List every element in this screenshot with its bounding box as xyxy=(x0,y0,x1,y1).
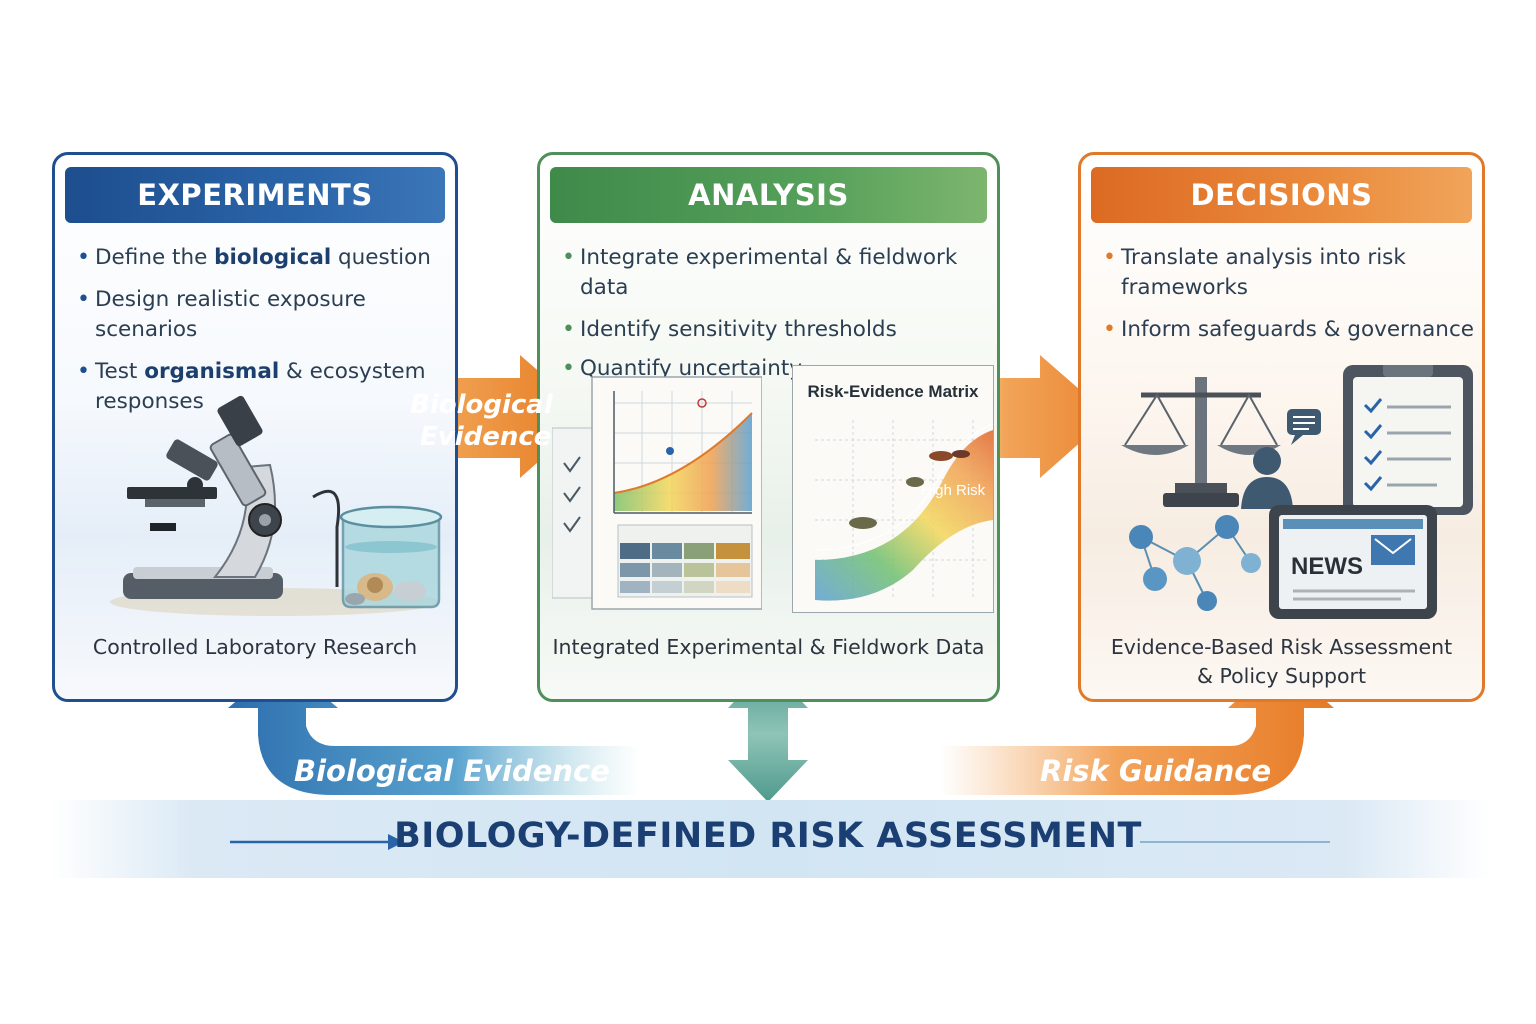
bullet-text: Translate analysis into risk frameworks xyxy=(1121,245,1406,300)
bullet-dot: • xyxy=(562,317,575,342)
person-icon xyxy=(1241,409,1321,509)
threshold-chart-sheet xyxy=(552,376,762,610)
bullet-text: Define the xyxy=(95,245,215,270)
list-item: •Test organismal & ecosystem responses xyxy=(77,357,447,417)
footer-title: BIOLOGY-DEFINED RISK ASSESSMENT xyxy=(394,816,1142,856)
probe-cable xyxy=(312,489,341,587)
experiments-panel: EXPERIMENTS •Define the biological quest… xyxy=(52,152,458,702)
analysis-panel: ANALYSIS •Integrate experimental & field… xyxy=(537,152,1000,702)
network-icon xyxy=(1129,515,1261,611)
bullet-text: question xyxy=(331,245,431,270)
matrix-title: Risk-Evidence Matrix xyxy=(807,382,979,401)
analysis-caption: Integrated Experimental & Fieldwork Data xyxy=(552,635,985,659)
bullet-text: Inform safeguards & governance xyxy=(1121,317,1474,342)
tablet-news-icon xyxy=(1269,505,1437,619)
high-risk-label: High Risk xyxy=(921,482,986,499)
decisions-caption-line2: & Policy Support xyxy=(1196,664,1367,688)
clipboard-icon xyxy=(1343,365,1473,515)
decisions-bullet-list: •Translate analysis into risk frameworks… xyxy=(1103,243,1474,357)
bullet-dot: • xyxy=(1103,317,1116,342)
bullet-dot: • xyxy=(562,245,575,270)
list-item: •Translate analysis into risk frameworks xyxy=(1103,243,1421,303)
beaker-icon xyxy=(339,505,443,609)
analysis-header: ANALYSIS xyxy=(550,167,987,223)
bullet-text: Test xyxy=(95,359,145,384)
microscope-icon xyxy=(123,395,283,599)
list-item: •Define the biological question xyxy=(77,243,447,273)
experiments-caption: Controlled Laboratory Research xyxy=(92,635,418,659)
experiments-header: EXPERIMENTS xyxy=(65,167,445,223)
footer-band xyxy=(50,800,1490,878)
bullet-text: & ecosystem responses xyxy=(95,359,426,414)
matrix-chart xyxy=(814,420,993,601)
bullet-bold: organismal xyxy=(144,359,280,384)
arc-label-biological-evidence: Biological Evidence xyxy=(294,754,610,788)
bullet-bold: biological xyxy=(214,245,332,270)
arc-blue-body xyxy=(228,662,640,795)
microscope-beaker-illustration xyxy=(110,395,443,616)
decisions-header: DECISIONS xyxy=(1091,167,1472,223)
arc-orange-body xyxy=(940,662,1334,795)
arc-label-risk-guidance: Risk Guidance xyxy=(1040,754,1272,788)
bullet-dot: • xyxy=(77,359,90,384)
bullet-dot: • xyxy=(77,287,90,312)
decisions-caption-line1: Evidence-Based Risk Assessment xyxy=(1110,635,1453,659)
arrow-label-evidence: Evidence xyxy=(420,422,552,452)
bullet-dot: • xyxy=(1103,245,1116,270)
list-item: •Design realistic exposure scenarios xyxy=(77,285,447,345)
arrow-label-biological: Biological xyxy=(410,390,553,420)
bullet-text: Design realistic exposure scenarios xyxy=(95,287,366,342)
bullet-dot: • xyxy=(562,356,575,381)
news-label: NEWS xyxy=(1291,553,1363,580)
decisions-illustration xyxy=(1121,365,1473,619)
bullet-text: Integrate experimental & fieldwork data xyxy=(580,245,958,300)
list-item: •Identify sensitivity thresholds xyxy=(562,315,989,345)
bullet-dot: • xyxy=(77,245,90,270)
bullet-text: Identify sensitivity thresholds xyxy=(580,317,897,342)
decisions-panel: DECISIONS •Translate analysis into risk … xyxy=(1078,152,1485,702)
experiments-bullet-list: •Define the biological question •Design … xyxy=(77,243,447,429)
list-item: •Integrate experimental & fieldwork data xyxy=(562,243,989,303)
list-item: •Inform safeguards & governance xyxy=(1103,315,1474,345)
risk-evidence-matrix: Risk-Evidence Matrix xyxy=(792,365,994,613)
